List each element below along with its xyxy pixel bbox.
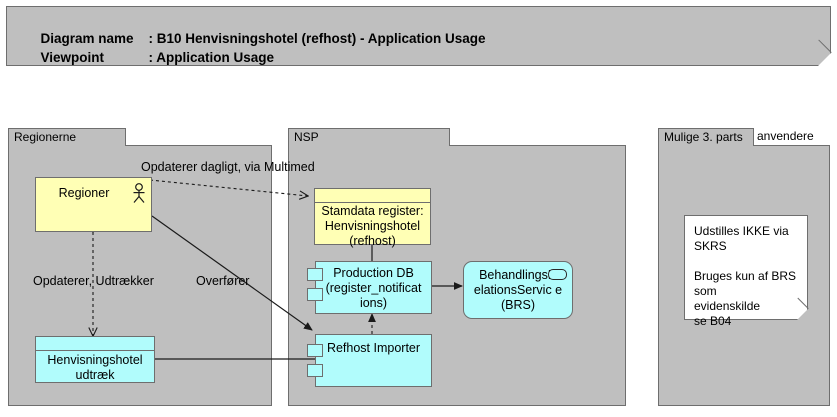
node-brs-label: BehandlingsR elationsServic e (BRS) — [473, 268, 563, 312]
edge-label-overfoerer: Overfører — [196, 274, 250, 288]
group-regionerne-tab: Regionerne — [8, 128, 126, 146]
viewpoint-label: Viewpoint — [40, 50, 105, 65]
node-refhost-importer[interactable]: Refhost Importer — [315, 334, 432, 387]
node-band — [36, 337, 154, 351]
node-refhost-importer-label: Refhost Importer — [326, 341, 421, 355]
viewpoint-row: Viewpoint : Application Usage — [18, 35, 275, 80]
node-stamdata-register[interactable]: Stamdata register: Henvisningshotel (ref… — [314, 188, 431, 248]
note-skrs-text: Udstilles IKKE via SKRS Bruges kun af BR… — [694, 224, 797, 328]
group-nsp-tab: NSP — [288, 128, 450, 146]
component-tab-icon — [307, 288, 323, 301]
note-fold-corner-icon — [818, 53, 831, 66]
actor-icon — [133, 183, 145, 203]
diagram-title-note: Diagram name : B10 Henvisningshotel (refh… — [6, 6, 832, 66]
node-henvisningshotel-udtraek[interactable]: Henvisningshotel udtræk — [35, 336, 155, 383]
group-third-party-tab-overflow: anvendere — [757, 129, 814, 143]
edge-label-opdaterer-dagligt: Opdaterer dagligt, via Multimed — [141, 160, 315, 174]
node-henvisningshotel-udtraek-label: Henvisningshotel udtræk — [47, 353, 143, 382]
node-production-db[interactable]: Production DB (register_notificat ions) — [315, 261, 432, 314]
edge-label-opdaterer-udtraekker: Opdaterer, Udtrækker — [33, 274, 154, 288]
node-production-db-label: Production DB (register_notificat ions) — [325, 266, 422, 310]
diagram-name-value: : B10 Henvisningshotel (refhost) - Appli… — [148, 31, 486, 46]
note-fold-line-icon — [818, 39, 832, 53]
component-tab-icon — [307, 268, 323, 281]
node-regioner-label: Regioner — [58, 186, 110, 200]
component-tab-icon — [307, 344, 323, 357]
note-fold-corner-icon — [797, 309, 808, 320]
node-regioner[interactable]: Regioner — [35, 177, 152, 232]
service-oval-icon — [548, 269, 567, 280]
node-stamdata-register-label: Stamdata register: Henvisningshotel (ref… — [321, 204, 424, 248]
viewpoint-value: : Application Usage — [148, 50, 275, 65]
group-third-party-tab: Mulige 3. parts — [658, 128, 754, 146]
diagram-name-label: Diagram name — [40, 31, 134, 46]
note-skrs[interactable]: Udstilles IKKE via SKRS Bruges kun af BR… — [684, 215, 809, 328]
node-brs[interactable]: BehandlingsR elationsServic e (BRS) — [463, 261, 573, 319]
node-band — [315, 189, 430, 203]
diagram-name-row: Diagram name : B10 Henvisningshotel (refh… — [18, 16, 486, 61]
component-tab-icon — [307, 364, 323, 377]
